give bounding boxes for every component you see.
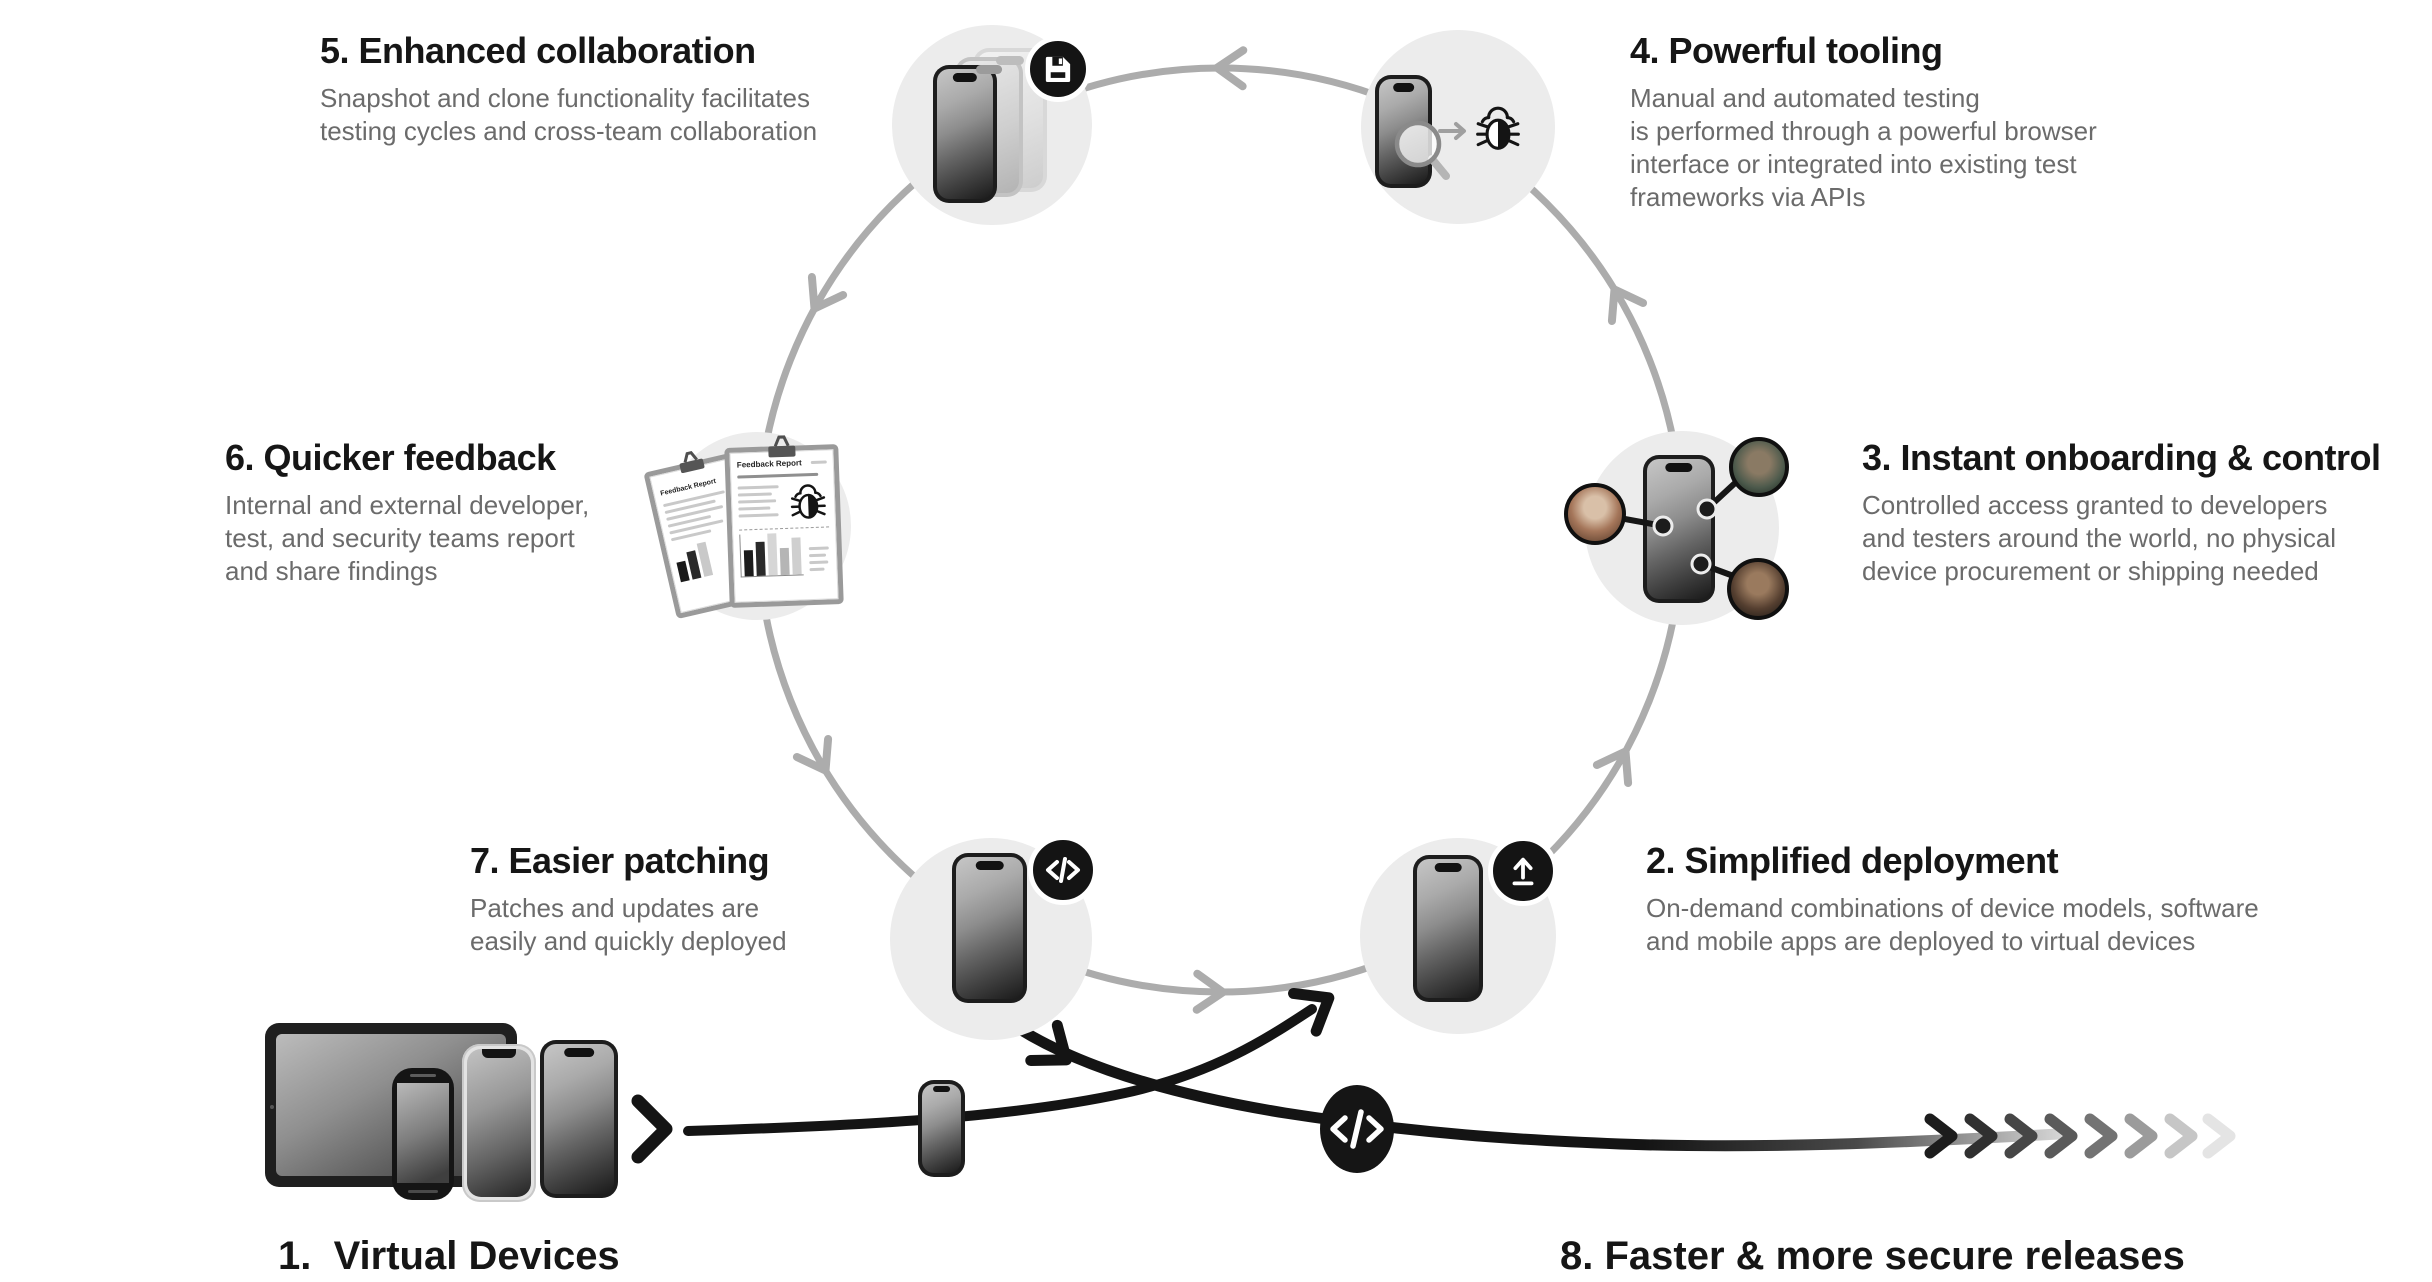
tablet-camera-dot xyxy=(270,1105,274,1109)
step-6-text: 6. Quicker feedback Internal and externa… xyxy=(225,437,589,588)
iphone-with-island xyxy=(540,1040,618,1198)
step-7-title: 7. Easier patching xyxy=(470,840,770,881)
step-4-title: 4. Powerful tooling xyxy=(1630,30,1943,71)
phone-notch xyxy=(1665,463,1693,472)
phone-notch xyxy=(1434,863,1462,872)
step-6-body: Internal and external developer, test, a… xyxy=(225,490,590,586)
code-badge-on-flow-line xyxy=(1320,1085,1394,1173)
step-4-body: Manual and automated testing is performe… xyxy=(1630,83,2097,212)
mini-bar-chart xyxy=(739,532,804,578)
binder-clip-icon xyxy=(762,433,801,465)
step-8-label: 8. Faster & more secure releases xyxy=(1560,1234,2185,1278)
step-1-label: 1. Virtual Devices xyxy=(278,1234,620,1278)
phone-notch xyxy=(482,1049,516,1058)
save-badge xyxy=(1025,36,1091,102)
report-paper: Feedback Report xyxy=(729,449,839,603)
step-2-body: On-demand combinations of device models,… xyxy=(1646,893,2259,956)
step-4-text: 4. Powerful tooling Manual and automated… xyxy=(1630,30,2097,214)
phone-screen xyxy=(397,1083,449,1183)
clipboard-front: Feedback Report xyxy=(724,435,844,608)
iphone-with-notch xyxy=(462,1044,536,1202)
step-3-text: 3. Instant onboarding & control Controll… xyxy=(1862,437,2381,588)
phone-notch xyxy=(995,56,1025,65)
phone xyxy=(1643,455,1715,603)
magnifier-icon xyxy=(1394,120,1450,180)
phone-screen xyxy=(956,857,1023,999)
step-5-title: 5. Enhanced collaboration xyxy=(320,30,756,71)
code-icon xyxy=(1330,1109,1384,1149)
step-2-title: 2. Simplified deployment xyxy=(1646,840,2059,881)
step-6-title: 6. Quicker feedback xyxy=(225,437,556,478)
phone-screen xyxy=(1417,859,1479,998)
node-powerful-tooling xyxy=(1361,30,1555,224)
small-phone-on-line xyxy=(918,1080,965,1177)
phone xyxy=(1413,855,1483,1002)
arrow-right-icon xyxy=(1438,122,1466,140)
fading-chevrons-icon xyxy=(1924,1113,2236,1159)
phone-notch xyxy=(1392,83,1415,92)
avatar-man xyxy=(1729,437,1789,497)
flow-line-patching-to-releases xyxy=(997,1012,2064,1152)
phone-notch xyxy=(952,73,978,82)
bug-icon xyxy=(1476,106,1520,150)
step-3-body: Controlled access granted to developers … xyxy=(1862,490,2337,586)
phone-notch xyxy=(564,1048,594,1057)
upload-icon xyxy=(1512,857,1534,886)
node-simplified-deployment xyxy=(1360,836,1558,1034)
phone-screen xyxy=(922,1084,961,1173)
node-easier-patching xyxy=(890,835,1098,1040)
avatar-woman xyxy=(1564,483,1626,545)
phone-screen xyxy=(544,1044,614,1194)
phone-notch xyxy=(975,861,1004,870)
step-3-title: 3. Instant onboarding & control xyxy=(1862,437,2381,478)
clipboard-back: Feedback Report xyxy=(643,450,773,620)
flow-line-virtual-devices-to-deployment xyxy=(631,987,1335,1164)
phone-screen xyxy=(937,69,993,199)
patch-badge xyxy=(1028,835,1098,905)
step-7-body: Patches and updates are easily and quick… xyxy=(470,893,787,956)
avatar-man-beard xyxy=(1727,558,1789,620)
phone-screen xyxy=(467,1049,531,1197)
deploy-badge xyxy=(1488,836,1558,906)
speaker-slot xyxy=(410,1074,436,1077)
step-2-text: 2. Simplified deployment On-demand combi… xyxy=(1646,840,2259,958)
node-quicker-feedback: Feedback Report Feedback xyxy=(643,432,851,620)
node-enhanced-collaboration xyxy=(892,25,1092,225)
testing-icons xyxy=(1394,106,1520,180)
phone-notch xyxy=(932,1086,951,1092)
phone-notch xyxy=(976,65,1002,74)
chin-slot xyxy=(408,1190,438,1193)
phone xyxy=(952,853,1027,1003)
node-instant-onboarding xyxy=(1564,431,1789,625)
floppy-save-icon xyxy=(1045,56,1071,82)
android-phone xyxy=(392,1068,454,1200)
step-5-text: 5. Enhanced collaboration Snapshot and c… xyxy=(320,30,817,148)
ring-arrowheads xyxy=(792,46,1648,1014)
binder-clip-icon xyxy=(672,446,712,482)
step-7-text: 7. Easier patching Patches and updates a… xyxy=(470,840,787,958)
phone xyxy=(933,65,997,203)
step-5-body: Snapshot and clone functionality facilit… xyxy=(320,83,818,146)
code-icon xyxy=(1046,857,1080,883)
bug-icon xyxy=(790,483,827,520)
